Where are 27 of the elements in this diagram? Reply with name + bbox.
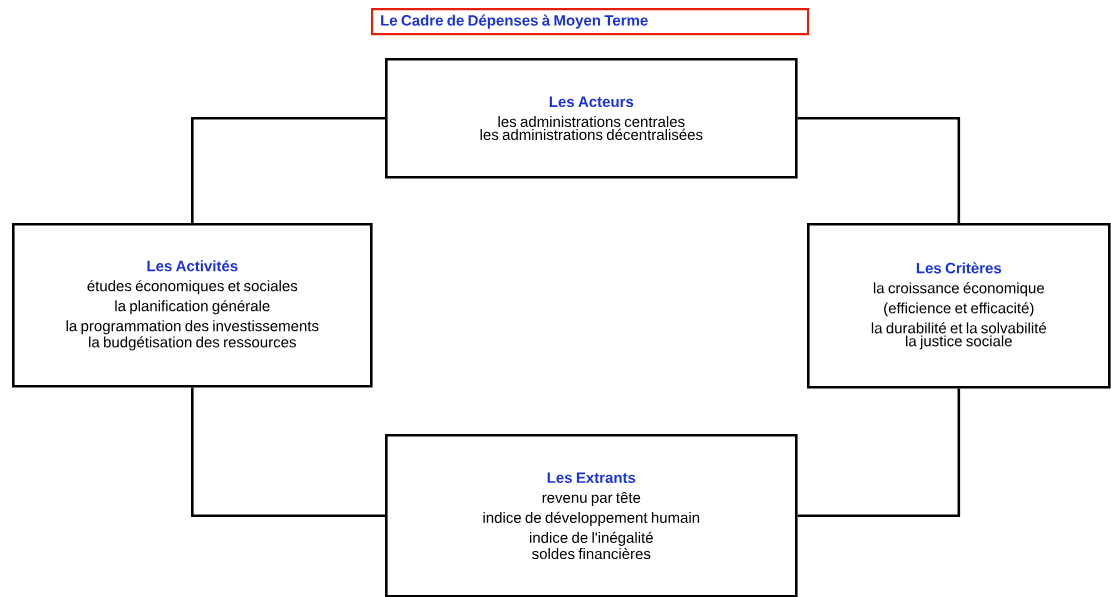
- box-text: revenu par tête: [542, 491, 641, 506]
- box-text: la croissance économique: [873, 282, 1044, 297]
- connector-line: [797, 117, 961, 223]
- box-text: la planification générale: [115, 300, 270, 315]
- box-text: (efficience et efficacité): [884, 302, 1034, 317]
- box-heading: Les Acteurs: [549, 96, 634, 108]
- box-text: la justice sociale: [906, 335, 1012, 350]
- connector-line: [191, 117, 385, 223]
- text-box: [385, 434, 798, 597]
- connector-line: [797, 388, 961, 518]
- box-text: la durabilité et la solvabilité: [871, 322, 1047, 334]
- box-text: soldes financières: [532, 547, 651, 560]
- box-heading: Les Extrants: [547, 472, 636, 483]
- box-text: la programmation des investissements: [66, 320, 319, 335]
- connector-line: [191, 387, 385, 518]
- text-box: [385, 58, 798, 179]
- box-heading: Les Activités: [147, 260, 238, 272]
- box-text: les administrations décentralisées: [480, 128, 703, 141]
- box-text: indice de développement humain: [483, 511, 700, 526]
- box-heading: Les Critères: [916, 262, 1002, 274]
- title-box: Le Cadre de Dépenses à Moyen Terme: [371, 8, 810, 36]
- box-text: la budgétisation des ressources: [89, 336, 296, 351]
- text-box: [807, 223, 1111, 389]
- text-box: [12, 223, 373, 388]
- box-text: études économiques et sociales: [87, 280, 298, 295]
- box-text: les administrations centrales: [498, 116, 685, 128]
- box-text: indice de l'inégalité: [530, 531, 653, 546]
